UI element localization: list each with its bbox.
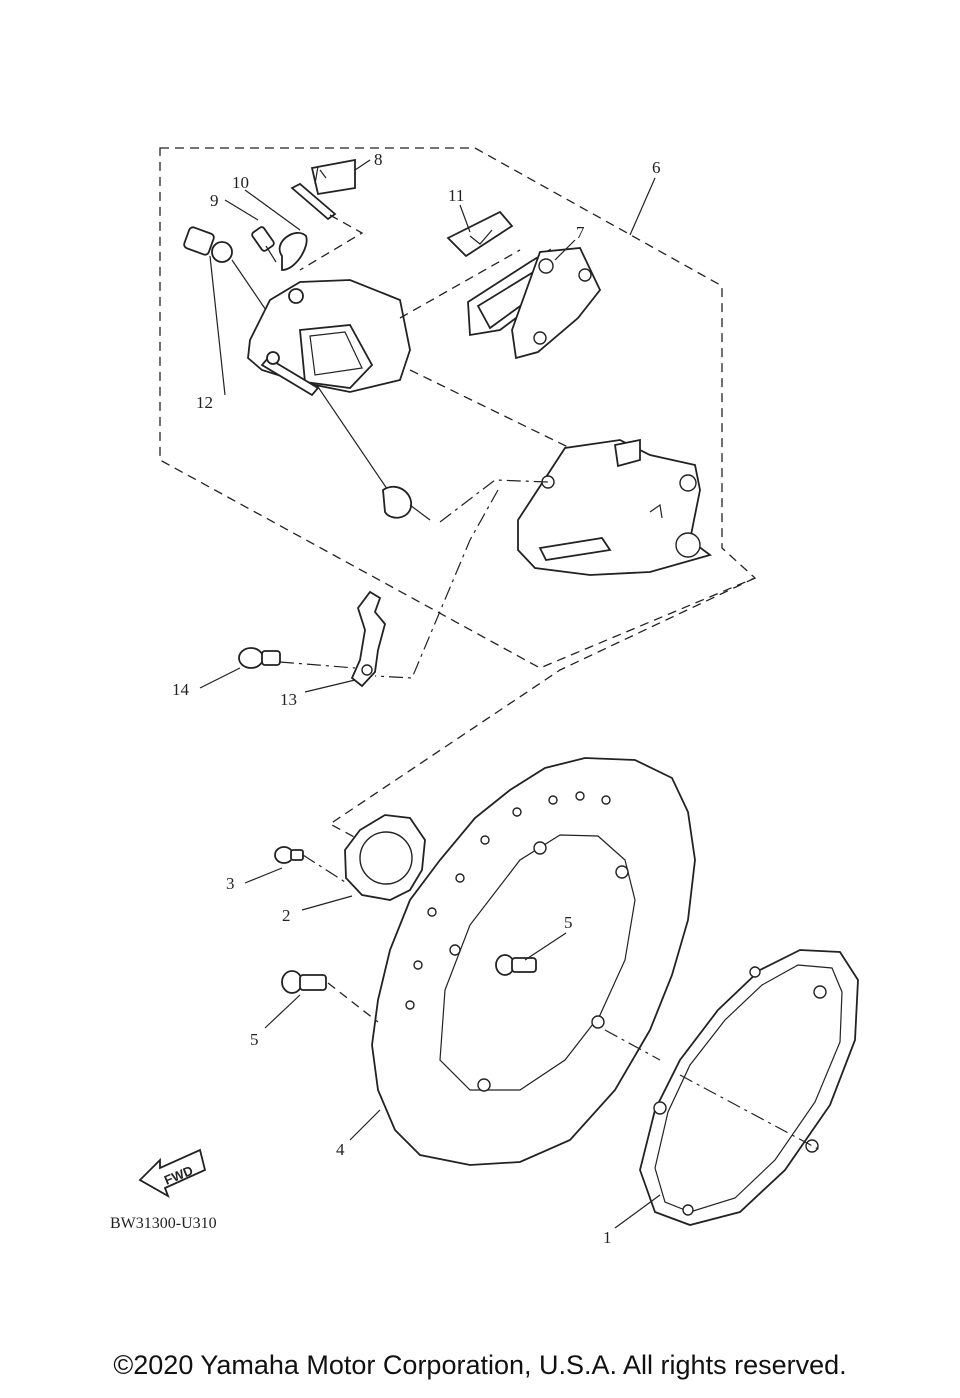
part-5-bolt-lower: [281, 970, 379, 1023]
label-5-upper: 5: [564, 913, 573, 932]
part-9-bleeder: [251, 226, 277, 263]
label-7: 7: [576, 223, 585, 242]
part-1-spacer-ring: [604, 949, 859, 1226]
label-4: 4: [336, 1140, 345, 1159]
copyright-notice: ©2020 Yamaha Motor Corporation, U.S.A. A…: [113, 1350, 847, 1380]
part-10-cap: [278, 232, 308, 271]
part-5-bolt-upper: [495, 954, 537, 976]
part-caliper-body: [247, 249, 571, 449]
label-13: 13: [280, 690, 297, 709]
part-8-pad-pin: [290, 158, 364, 271]
part-2-sensor-rotor: [344, 814, 426, 901]
caliper-assembly-outline: [159, 147, 757, 669]
part-11-pad-spring: [446, 210, 514, 258]
label-2: 2: [282, 906, 291, 925]
part-14-bolt: [238, 647, 281, 669]
label-12: 12: [196, 393, 213, 412]
label-14: 14: [172, 680, 190, 699]
label-11: 11: [448, 186, 464, 205]
label-10: 10: [232, 173, 249, 192]
label-5-lower: 5: [250, 1030, 259, 1049]
diagram-code: BW31300-U310: [110, 1215, 217, 1232]
label-3: 3: [226, 874, 235, 893]
part-3-screw: [274, 846, 346, 883]
fwd-arrow-icon: FWD: [138, 1148, 207, 1199]
label-8: 8: [374, 150, 383, 169]
part-12-bolt: [183, 226, 431, 521]
label-9: 9: [210, 191, 219, 210]
part-caliper-bracket: [517, 438, 712, 576]
label-6: 6: [652, 158, 661, 177]
label-1: 1: [603, 1228, 612, 1247]
part-7-brake-pads: [467, 247, 602, 360]
part-13-sensor-bracket: [350, 590, 386, 688]
